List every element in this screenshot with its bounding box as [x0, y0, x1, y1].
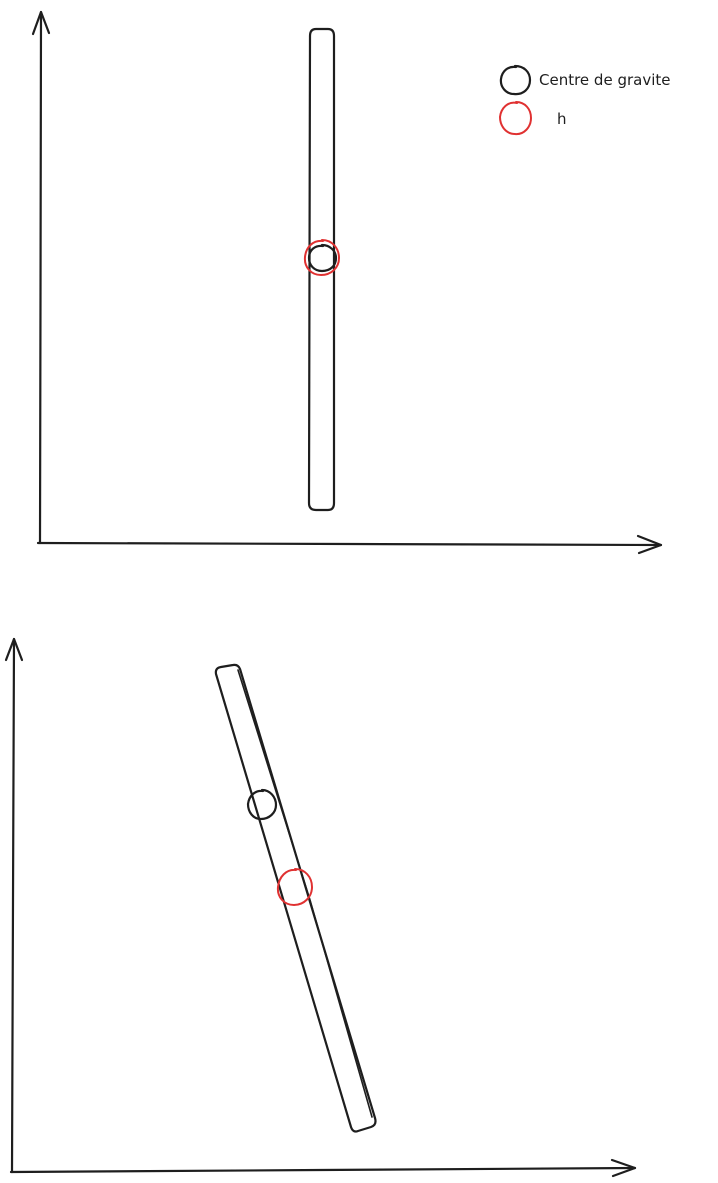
bottom-h-marker [276, 868, 314, 907]
circle-outline-icon [499, 64, 532, 96]
legend-label-h: h [557, 110, 567, 128]
top-h-marker [303, 239, 341, 277]
top-x-axis [36, 534, 663, 555]
top-y-axis [31, 10, 51, 545]
bottom-y-axis [4, 637, 24, 1174]
circle-outline-icon [498, 101, 533, 136]
bottom-tilted-rod [214, 663, 377, 1133]
legend-label-centre-de-gravite: Centre de gravite [539, 71, 670, 89]
top-diagram [31, 10, 663, 555]
legend-item-h: h [498, 101, 567, 136]
top-centre-de-gravite-marker [307, 243, 338, 273]
bottom-x-axis [9, 1158, 637, 1178]
top-vertical-rod [307, 27, 336, 512]
bottom-diagram [4, 637, 637, 1178]
legend: Centre de gravite h [498, 64, 670, 136]
legend-item-centre-de-gravite: Centre de gravite [499, 64, 670, 96]
bottom-centre-de-gravite-marker [246, 788, 278, 821]
